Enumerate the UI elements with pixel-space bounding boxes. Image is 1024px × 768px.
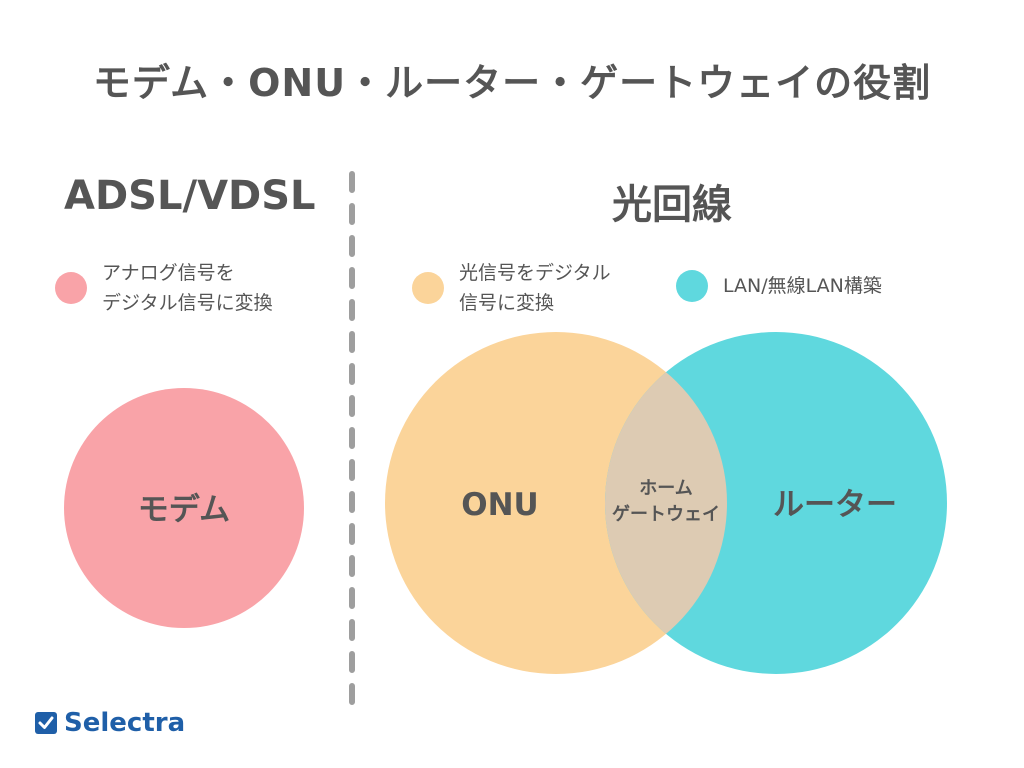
selectra-logo: Selectra [34,708,185,738]
onu-label: ONU [461,487,538,523]
section-divider [349,171,355,709]
legend-onu-dot [412,272,444,304]
legend-router-line: LAN/無線LAN構築 [723,275,882,297]
legend-onu-line1: 光信号をデジタル [459,262,611,284]
legend-onu-text: 光信号をデジタル 信号に変換 [459,258,611,318]
modem-circle [64,388,304,628]
legend-router-text: LAN/無線LAN構築 [723,271,882,301]
legend-modem-line1: アナログ信号を [102,262,235,284]
home-gateway-line2: ゲートウェイ [612,503,720,525]
router-label: ルーター [773,487,897,523]
legend-modem-dot [55,272,87,304]
legend-onu-line2: 信号に変換 [459,292,555,314]
legend-router: LAN/無線LAN構築 [676,270,882,302]
selectra-logo-text: Selectra [64,708,186,738]
fiber-heading: 光回線 [612,182,732,228]
legend-modem-text: アナログ信号を デジタル信号に変換 [102,258,273,318]
adsl-vdsl-heading: ADSL/VDSL [64,173,316,219]
home-gateway-line1: ホーム [639,478,692,499]
legend-modem-line2: デジタル信号に変換 [102,292,273,314]
legend-onu: 光信号をデジタル 信号に変換 [412,258,611,318]
home-gateway-overlap [605,332,727,674]
modem-label: モデム [138,492,230,528]
page-title: モデム・ONU・ルーター・ゲートウェイの役割 [92,61,932,105]
legend-modem: アナログ信号を デジタル信号に変換 [55,258,273,318]
checkmark-icon [35,712,57,734]
legend-router-dot [676,270,708,302]
